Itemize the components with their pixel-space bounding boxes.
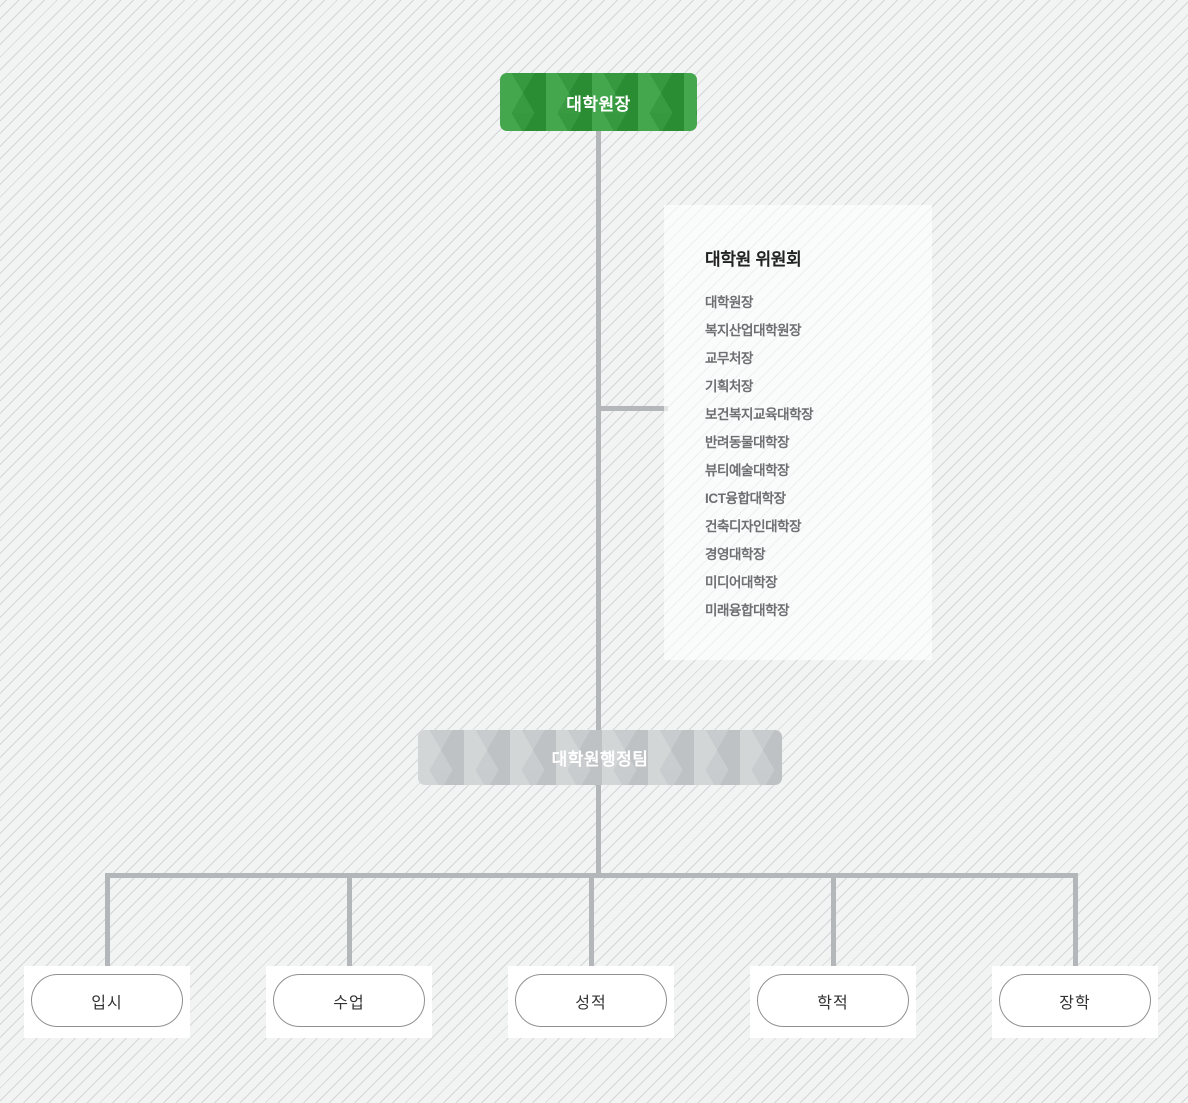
list-item: 복지산업대학원장 bbox=[705, 323, 802, 338]
node-graduate-administration-team[interactable]: 대학원행정팀 bbox=[418, 730, 782, 785]
connector-drop-3 bbox=[589, 873, 594, 973]
leaf-label-classes: 수업 bbox=[333, 994, 365, 1012]
leaf-node-grades[interactable]: 성적 bbox=[515, 974, 667, 1027]
list-item: 건축디자인대학장 bbox=[705, 519, 802, 534]
connector-drop-5 bbox=[1073, 873, 1078, 973]
node-label-admin: 대학원행정팀 bbox=[551, 750, 649, 769]
leaf-label-grades: 성적 bbox=[575, 994, 607, 1012]
list-item: 반려동물대학장 bbox=[705, 435, 790, 450]
list-item: 미디어대학장 bbox=[705, 575, 778, 590]
leaf-node-scholarship[interactable]: 장학 bbox=[999, 974, 1151, 1027]
leaf-node-admission-wrap: 입시 bbox=[24, 966, 190, 1038]
leaf-node-records-wrap: 학적 bbox=[750, 966, 916, 1038]
connector-trunk-vertical bbox=[596, 130, 601, 878]
committee-title: 대학원 위원회 bbox=[705, 250, 802, 269]
leaf-node-scholarship-wrap: 장학 bbox=[992, 966, 1158, 1038]
leaf-node-classes-wrap: 수업 bbox=[266, 966, 432, 1038]
leaf-label-records: 학적 bbox=[817, 994, 849, 1012]
leaf-label-admission: 입시 bbox=[91, 994, 123, 1012]
leaf-node-records[interactable]: 학적 bbox=[757, 974, 909, 1027]
list-item: 교무처장 bbox=[705, 351, 754, 366]
list-item: 경영대학장 bbox=[705, 547, 766, 562]
node-label-root: 대학원장 bbox=[566, 94, 631, 114]
connector-drop-2 bbox=[347, 873, 352, 973]
list-item: ICT융합대학장 bbox=[705, 491, 786, 506]
leaf-node-grades-wrap: 성적 bbox=[508, 966, 674, 1038]
list-item: 대학원장 bbox=[705, 295, 754, 310]
connector-drop-4 bbox=[831, 873, 836, 973]
list-item: 보건복지교육대학장 bbox=[705, 407, 814, 422]
connector-drop-1 bbox=[105, 873, 110, 973]
leaf-label-scholarship: 장학 bbox=[1059, 994, 1091, 1012]
list-item: 뷰티예술대학장 bbox=[705, 463, 790, 478]
node-graduate-school-dean[interactable]: 대학원장 bbox=[500, 73, 697, 131]
list-item: 기획처장 bbox=[705, 379, 754, 394]
leaf-node-admission[interactable]: 입시 bbox=[31, 974, 183, 1027]
committee-panel: 대학원 위원회 대학원장 복지산업대학원장 교무처장 기획처장 보건복지교육대학… bbox=[664, 205, 932, 660]
list-item: 미래융합대학장 bbox=[705, 603, 790, 618]
committee-member-list: 대학원장 복지산업대학원장 교무처장 기획처장 보건복지교육대학장 반려동물대학… bbox=[705, 289, 932, 625]
leaf-node-classes[interactable]: 수업 bbox=[273, 974, 425, 1027]
connector-committee-branch bbox=[596, 406, 668, 411]
